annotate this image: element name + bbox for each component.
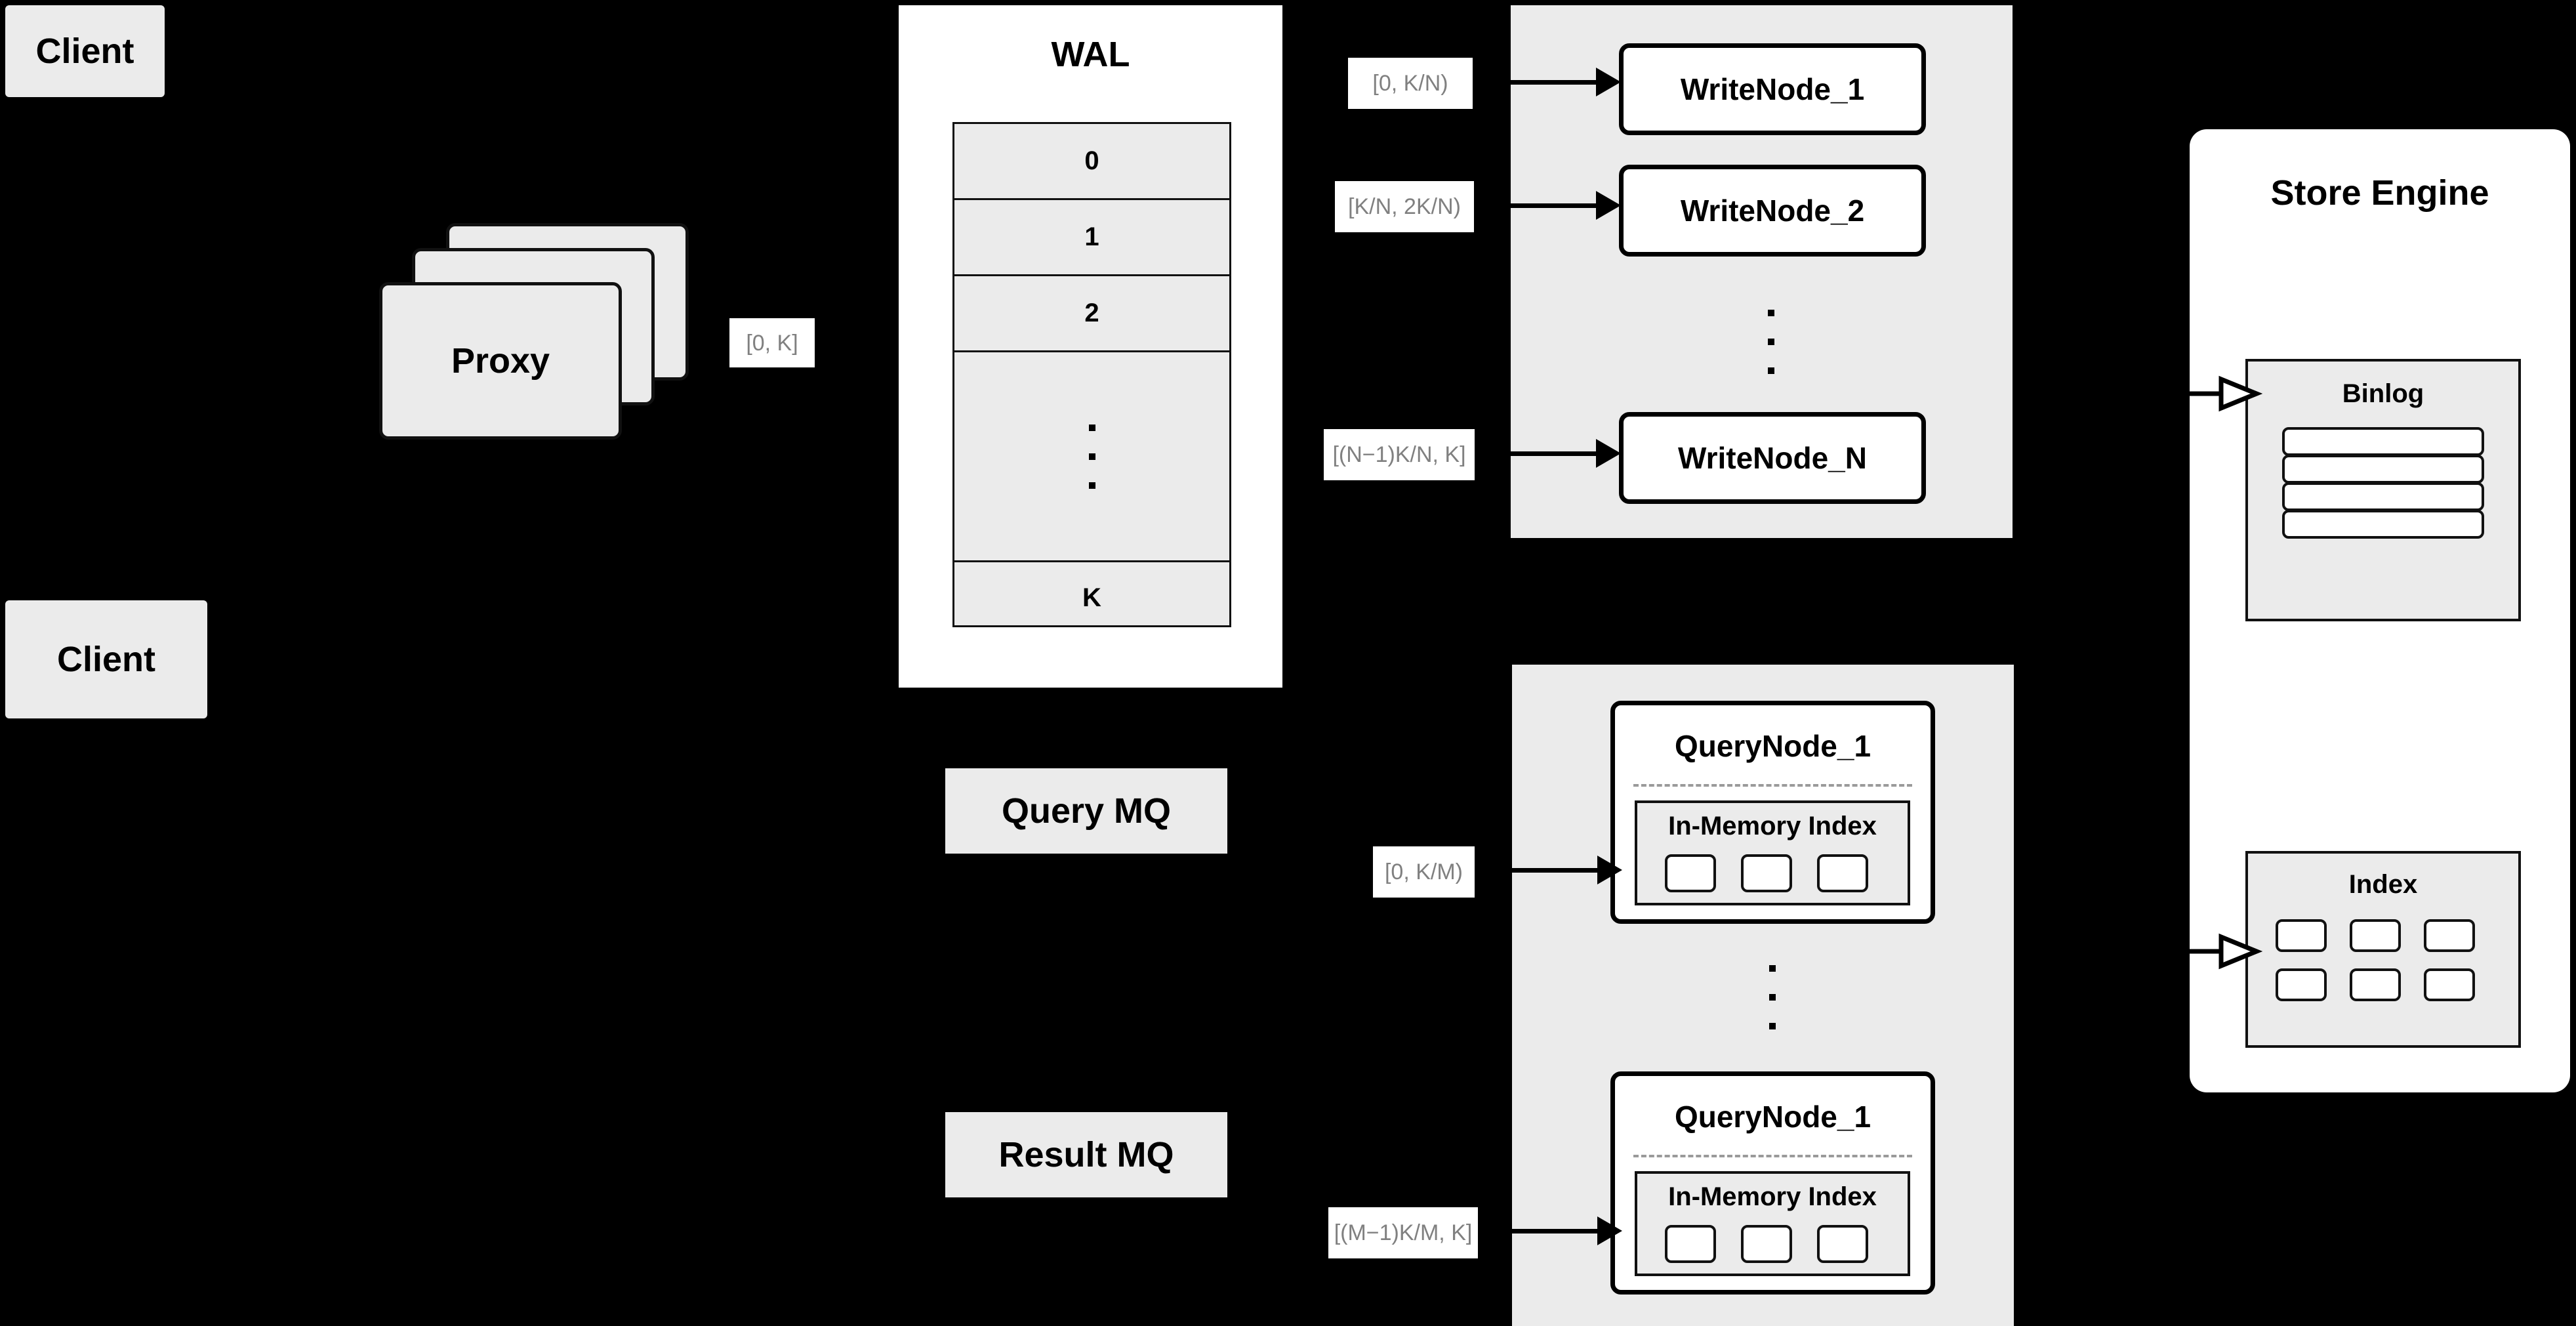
query-node-2-separator (1633, 1155, 1912, 1157)
query-node-1-index-chip-2 (1741, 854, 1792, 892)
query-node-1-range-label: [0, K/M) (1373, 846, 1475, 898)
arrow-line-to-write-node-2 (1511, 203, 1596, 208)
arrow-head-to-write-node-2 (1596, 191, 1621, 220)
query-node-2-index-chip-3 (1817, 1225, 1868, 1263)
index-chip-5 (2350, 968, 2401, 1001)
index-chip-4 (2276, 968, 2327, 1001)
query-node-1-index-title: In-Memory Index (1668, 811, 1877, 840)
query-node-1-separator (1633, 784, 1912, 787)
query-node-2-index-chip-2 (1741, 1225, 1792, 1263)
wal-row-ellipsis (954, 352, 1229, 562)
index-title: Index (2348, 869, 2418, 899)
store-engine-panel: Store Engine Binlog Index (2190, 129, 2570, 1092)
query-mq-box[interactable]: Query MQ (945, 768, 1227, 854)
query-cluster-vertical-dots-icon (1746, 935, 1799, 1060)
proxy-label: Proxy (451, 341, 550, 381)
arrow-line-to-write-node-1 (1511, 80, 1596, 85)
client-label-1: Client (35, 31, 134, 71)
index-chip-2 (2350, 919, 2401, 952)
write-node-n-range-label: [(N−1)K/N, K] (1324, 429, 1475, 480)
store-engine-title: Store Engine (2270, 173, 2489, 213)
proxy-card-front[interactable]: Proxy (379, 282, 622, 440)
arrow-to-index (2184, 933, 2263, 970)
wal-row-k: K (1082, 583, 1101, 612)
arrow-line-to-write-node-n (1511, 451, 1596, 456)
write-cluster-container: WriteNode_1 WriteNode_2 WriteNode_N (1511, 5, 2013, 538)
index-chip-6 (2424, 968, 2475, 1001)
write-node-1-label: WriteNode_1 (1680, 72, 1865, 106)
arrow-to-binlog (2184, 375, 2263, 412)
wal-row-1: 1 (954, 200, 1229, 276)
wal-panel: WAL 0 1 2 K (899, 5, 1282, 688)
query-cluster-container: QueryNode_1 In-Memory Index QueryNode_1 … (1512, 665, 2014, 1326)
wal-row-0: 0 (954, 124, 1229, 200)
index-chip-3 (2424, 919, 2475, 952)
write-node-2[interactable]: WriteNode_2 (1619, 165, 1926, 257)
binlog-segment-2 (2282, 455, 2484, 484)
binlog-segment-1 (2282, 427, 2484, 456)
client-box-1[interactable]: Client (5, 5, 165, 97)
proxy-output-range-label: [0, K] (729, 318, 815, 367)
arrow-head-to-write-node-n (1596, 439, 1621, 468)
query-node-2-label: QueryNode_1 (1674, 1100, 1871, 1134)
binlog-title: Binlog (2342, 379, 2424, 408)
query-node-2-in-memory-index: In-Memory Index (1635, 1171, 1910, 1276)
arrow-line-to-query-node-2 (1512, 1229, 1597, 1233)
binlog-segment-3 (2282, 482, 2484, 511)
query-node-1-index-chip-3 (1817, 854, 1868, 892)
wal-table: 0 1 2 K (952, 122, 1231, 627)
client-label-2: Client (56, 640, 155, 679)
write-node-1-range-label: [0, K/N) (1348, 58, 1473, 109)
result-mq-box[interactable]: Result MQ (945, 1112, 1227, 1197)
write-node-2-label: WriteNode_2 (1680, 194, 1865, 228)
client-box-2[interactable]: Client (5, 600, 207, 718)
write-node-n-label: WriteNode_N (1678, 441, 1867, 475)
query-node-1[interactable]: QueryNode_1 In-Memory Index (1610, 701, 1935, 924)
wal-title: WAL (1051, 35, 1130, 74)
query-node-2-index-chip-1 (1665, 1225, 1716, 1263)
arrow-line-to-query-node-1 (1512, 868, 1597, 873)
arrow-head-to-query-node-2 (1597, 1216, 1622, 1245)
index-chip-1 (2276, 919, 2327, 952)
write-node-n[interactable]: WriteNode_N (1619, 412, 1926, 504)
query-node-2-index-title: In-Memory Index (1668, 1182, 1877, 1211)
write-cluster-vertical-dots-icon (1745, 280, 1797, 404)
wal-row-2: 2 (954, 276, 1229, 352)
arrow-head-to-query-node-1 (1597, 856, 1622, 884)
binlog-box: Binlog (2245, 359, 2521, 621)
query-mq-label: Query MQ (1001, 791, 1172, 831)
write-node-1[interactable]: WriteNode_1 (1619, 43, 1926, 135)
query-node-1-in-memory-index: In-Memory Index (1635, 800, 1910, 905)
index-box: Index (2245, 851, 2521, 1048)
wal-vertical-dots-icon (1088, 424, 1095, 489)
query-node-1-index-chip-1 (1665, 854, 1716, 892)
query-node-2[interactable]: QueryNode_1 In-Memory Index (1610, 1071, 1935, 1295)
write-node-2-range-label: [K/N, 2K/N) (1335, 181, 1474, 232)
arrow-head-to-write-node-1 (1596, 68, 1621, 96)
binlog-segment-4 (2282, 510, 2484, 539)
query-node-2-range-label: [(M−1)K/M, K] (1328, 1207, 1478, 1258)
query-node-1-label: QueryNode_1 (1674, 729, 1871, 763)
result-mq-label: Result MQ (998, 1135, 1174, 1174)
